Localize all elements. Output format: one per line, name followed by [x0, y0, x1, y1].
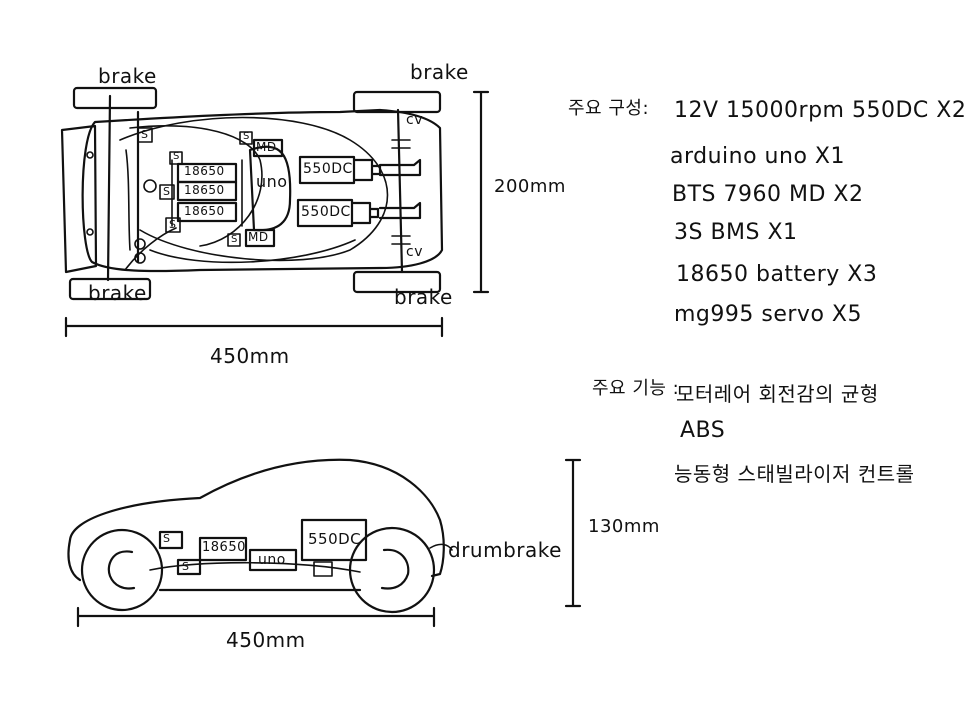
component-item-4: 3S BMS X1	[674, 220, 798, 245]
side-length-label: 450mm	[226, 628, 306, 652]
side-bms-label: S	[182, 560, 190, 573]
front-brake-bottom	[68, 277, 152, 301]
md-box-bottom	[244, 228, 276, 248]
brake-label-rear-bottom: brake	[394, 285, 453, 309]
servo-label-3: S	[169, 218, 177, 231]
top-length-dimension	[64, 316, 444, 338]
motor-label-bottom: 550DC	[301, 204, 351, 220]
md-box-top	[252, 138, 284, 158]
components-heading: 주요 구성:	[568, 98, 650, 119]
component-item-5: 18650 battery X3	[676, 262, 878, 287]
brake-label-front-top: brake	[98, 64, 157, 88]
component-item-2: arduino uno X1	[670, 144, 845, 169]
brake-label-rear-top: brake	[410, 60, 469, 84]
servo-box-5	[227, 233, 241, 247]
top-view-chassis	[60, 94, 444, 282]
cv-label-bottom: cv	[406, 244, 423, 260]
servo-label-1: S	[141, 128, 149, 141]
feature-item-1: 모터레어 회전감의 균형	[676, 382, 879, 406]
bms-box	[169, 151, 183, 165]
drawing-layer	[60, 86, 582, 628]
top-width-dimension	[472, 90, 490, 294]
servo-box-1	[137, 127, 153, 143]
battery-label-2: 18650	[184, 183, 225, 197]
servo-label-5: S	[231, 234, 238, 245]
side-uno-label: uno	[258, 552, 286, 568]
cv-label-top: cv	[406, 112, 423, 128]
brake-label-front-bottom: brake	[88, 281, 147, 305]
motor-label-top: 550DC	[303, 161, 353, 177]
side-view-body	[67, 458, 445, 592]
side-servo-label: S	[163, 532, 171, 545]
side-height-label: 130mm	[588, 516, 660, 537]
servo-label-2: S	[163, 185, 171, 198]
motor-top	[298, 155, 382, 185]
servo-box-3	[165, 217, 181, 233]
side-uno	[248, 548, 298, 572]
component-item-1: 12V 15000rpm 550DC X2	[674, 98, 966, 123]
md-label-bottom: MD	[248, 230, 269, 244]
drum-brake-label: drumbrake	[448, 538, 562, 562]
servo-box-2	[159, 184, 175, 200]
side-motor	[300, 518, 368, 562]
motor-bottom	[296, 198, 380, 228]
features-heading: 주요 기능 :	[592, 378, 680, 399]
side-battery	[198, 536, 248, 562]
side-motor-label: 550DC	[308, 530, 362, 548]
side-height-dimension	[564, 458, 582, 608]
top-battery-pack	[171, 159, 243, 227]
rear-wheel	[348, 526, 436, 614]
rear-brake-bottom	[352, 270, 442, 294]
top-width-label: 200mm	[494, 176, 566, 197]
front-wheel	[80, 528, 164, 612]
rear-brake-top	[352, 90, 442, 114]
servo-label-4: S	[243, 131, 250, 142]
side-servo-box	[158, 530, 184, 550]
md-label-top: MD	[256, 140, 277, 154]
component-item-6: mg995 servo X5	[674, 302, 862, 327]
bms-label: S	[173, 151, 180, 162]
front-brake-top	[72, 86, 158, 110]
sketch-canvas: brake brake brake brake 18650 18650 1865…	[60, 60, 966, 652]
top-length-label: 450mm	[210, 344, 290, 368]
servo-box-4	[239, 131, 253, 145]
battery-label-3: 18650	[184, 204, 225, 218]
feature-item-3: 능동형 스태빌라이저 컨트롤	[674, 462, 915, 486]
side-bms-box	[176, 558, 202, 576]
battery-label-1: 18650	[184, 164, 225, 178]
component-item-3: BTS 7960 MD X2	[672, 182, 864, 207]
side-battery-label: 18650	[202, 540, 246, 555]
side-md-box	[313, 561, 333, 577]
side-length-dimension	[76, 606, 436, 628]
uno-label-top: uno	[256, 172, 288, 191]
feature-item-2: ABS	[680, 418, 726, 443]
